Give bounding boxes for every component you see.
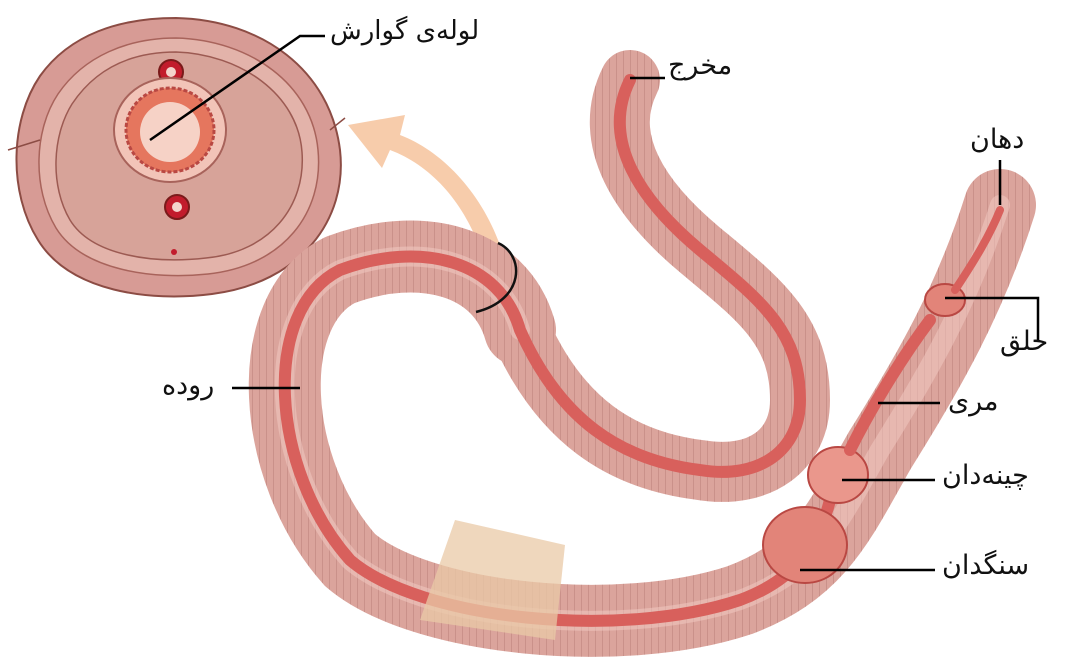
label-pharynx: حلق <box>1000 328 1048 355</box>
label-crop: چینەدان <box>942 462 1029 489</box>
earthworm <box>285 80 1000 640</box>
label-anus: مخرج <box>668 52 732 79</box>
label-intestine: روده <box>162 372 214 399</box>
cross-section <box>8 18 345 296</box>
label-esophagus: مری <box>948 388 999 415</box>
label-mouth: دهان <box>970 126 1024 153</box>
gizzard <box>763 507 847 583</box>
label-gizzard: سنگدان <box>942 552 1029 579</box>
nerve-cord <box>171 249 177 255</box>
crop <box>808 447 868 503</box>
label-digestive-tube: لولەی گوارش <box>330 18 479 44</box>
clitellum <box>420 520 565 640</box>
